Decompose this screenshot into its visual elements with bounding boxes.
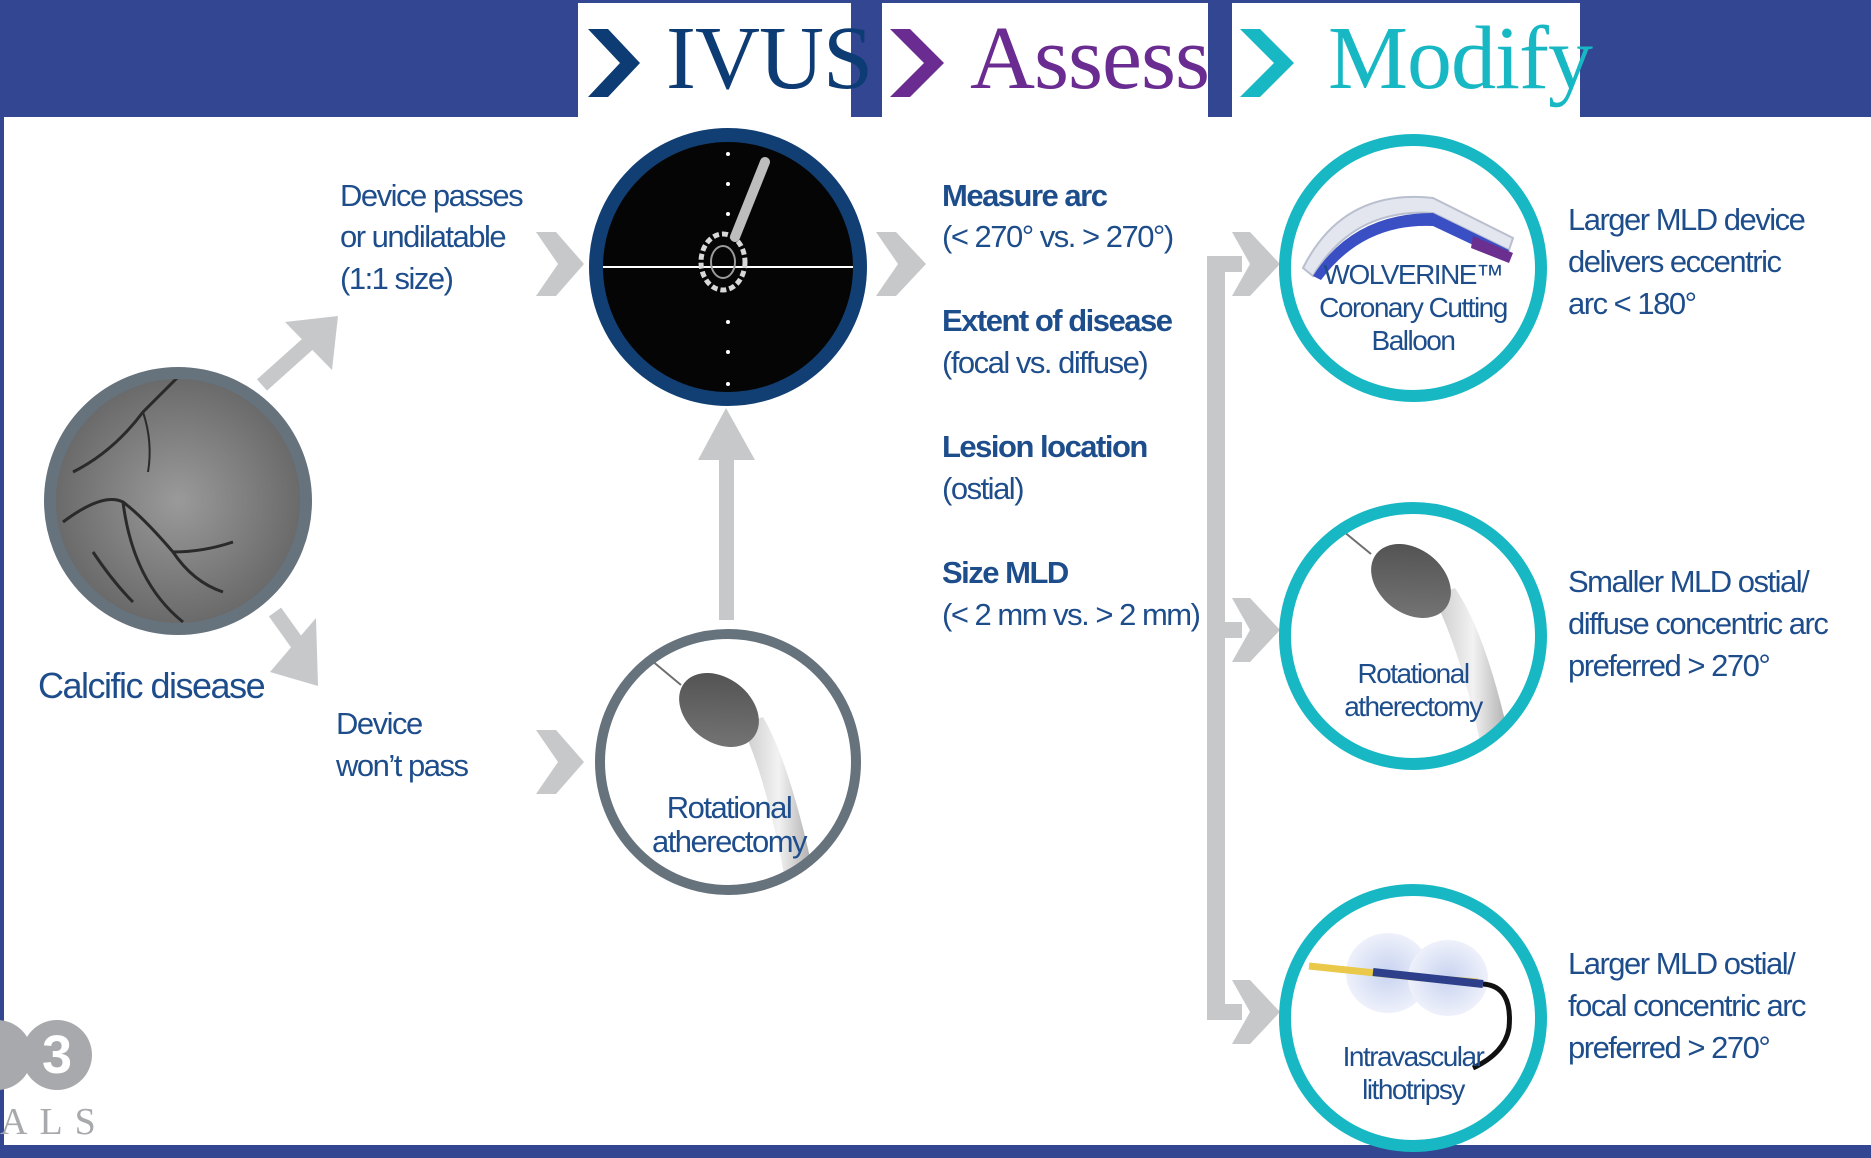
assess-criterion-3-title: Lesion location: [942, 429, 1148, 464]
assess-criterion-4-title: Size MLD: [942, 555, 1069, 590]
step-label-assess: Assess: [970, 9, 1210, 108]
arrow-to-pre-atherectomy: [536, 730, 584, 794]
arrow-up-shaft: [719, 458, 734, 620]
rotablator-burr-image: [1279, 502, 1547, 770]
connector-tick-mid: [1207, 622, 1242, 638]
chevron-icon: [588, 29, 640, 97]
arrow-to-cutting-balloon: [1232, 232, 1280, 296]
arrow-to-lithotripsy: [1232, 980, 1280, 1044]
rotational-atherectomy-indication-2: diffuse concentric arc: [1568, 606, 1829, 641]
header-step-ivus: IVUS: [578, 3, 873, 117]
rotational-atherectomy-label-2: atherectomy: [1344, 691, 1483, 722]
branch-passes-line-1: Device passes: [340, 178, 524, 213]
assess-criterion-2-title: Extent of disease: [942, 303, 1173, 338]
assess-criterion-4-detail: (< 2 mm vs. > 2 mm): [942, 597, 1201, 632]
cutting-balloon-indication-2: delivers eccentric: [1568, 244, 1782, 279]
cutting-balloon-image: [1279, 134, 1547, 402]
cutting-balloon-indication-1: Larger MLD device: [1568, 202, 1806, 237]
assess-criterion-2-detail: (focal vs. diffuse): [942, 345, 1149, 380]
chevron-icon: [890, 29, 944, 97]
lithotripsy-catheter-image: [1279, 884, 1547, 1152]
arrow-from-ivus: [876, 232, 926, 296]
assess-criterion-1-title: Measure arc: [942, 178, 1108, 213]
step-label-modify: Modify: [1328, 9, 1593, 108]
branch-wont-pass-line-1: Device: [336, 706, 423, 741]
connector-tick-bottom: [1207, 1004, 1242, 1020]
pre-atherectomy-line-1: Rotational: [666, 790, 793, 825]
logo-text: ALS: [0, 1101, 108, 1143]
lithotripsy-label-2: lithotripsy: [1362, 1074, 1465, 1105]
arrow-to-rotational-atherectomy: [1232, 598, 1280, 662]
rotablator-burr-image: [595, 629, 861, 895]
lithotripsy-indication-3: preferred > 270°: [1568, 1030, 1771, 1065]
arrow-up-head: [698, 408, 755, 460]
header-step-assess: Assess: [882, 3, 1210, 117]
arrow-to-ivus: [536, 232, 584, 296]
arrow-down-right-head: [270, 618, 318, 686]
pre-atherectomy-line-2: atherectomy: [651, 824, 808, 859]
angiogram-image: [44, 367, 312, 635]
lithotripsy-indication-1: Larger MLD ostial/: [1568, 946, 1796, 981]
cutting-balloon-label-1: WOLVERINE™: [1323, 259, 1504, 290]
cutting-balloon-label-3: Balloon: [1371, 325, 1456, 356]
ivus-image: [589, 128, 867, 406]
branch-passes-line-2: or undilatable: [340, 219, 507, 254]
connector-tick-top: [1207, 256, 1242, 272]
arrow-up-right-head: [285, 316, 338, 370]
chevron-icon: [1240, 29, 1294, 97]
arrow-down-right-shaft: [268, 607, 307, 652]
assess-criterion-3-detail: (ostial): [942, 471, 1025, 506]
branch-wont-pass-line-2: won’t pass: [336, 748, 469, 783]
cutting-balloon-indication-3: arc < 180°: [1568, 286, 1697, 321]
rotational-atherectomy-label-1: Rotational: [1357, 658, 1470, 689]
rotational-atherectomy-indication-3: preferred > 270°: [1568, 648, 1771, 683]
branch-passes-line-3: (1:1 size): [340, 261, 454, 296]
logo-number: 3: [22, 1020, 92, 1090]
rotational-atherectomy-indication-1: Smaller MLD ostial/: [1568, 564, 1810, 599]
start-label: Calcific disease: [38, 665, 266, 706]
cutting-balloon-label-2: Coronary Cutting: [1319, 292, 1508, 323]
lithotripsy-indication-2: focal concentric arc: [1568, 988, 1807, 1023]
header-step-modify: Modify: [1232, 3, 1593, 117]
connector-bar: [1207, 258, 1225, 1020]
step-label-ivus: IVUS: [666, 9, 873, 108]
assess-criterion-1-detail: (< 270° vs. > 270°): [942, 219, 1174, 254]
lithotripsy-label-1: Intravascular: [1342, 1041, 1485, 1072]
